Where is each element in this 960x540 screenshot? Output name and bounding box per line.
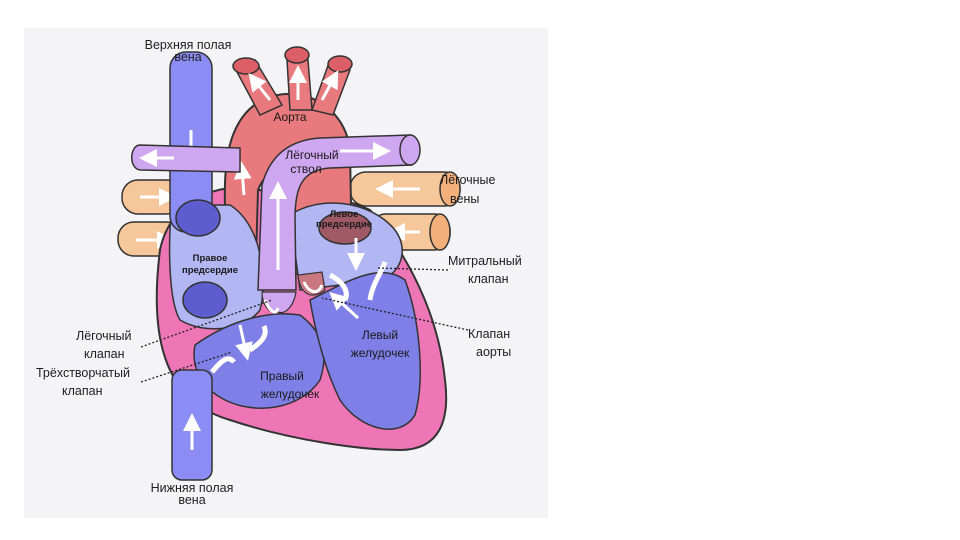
label-pulmonary-trunk-1: Лёгочный [285, 148, 338, 162]
label-left-atrium-1: Левое [330, 209, 359, 220]
inferior-vena-cava-opening [182, 281, 228, 319]
aorta-branch-1 [232, 57, 260, 75]
leader-lines [140, 267, 469, 383]
label-pulmonary-trunk-2: ствол [290, 162, 321, 176]
aortic-valve [297, 271, 326, 296]
aorta-branch-2 [284, 46, 310, 64]
label-superior-vena-cava-2: вена [174, 50, 201, 64]
label-pulmonary-valve-2: клапан [84, 347, 125, 361]
aorta-branch-3 [327, 55, 353, 73]
label-pulmonary-veins-1: Лёгочные [440, 173, 496, 187]
label-right-atrium-1: Правое [193, 253, 228, 264]
pulmonary-valve [261, 291, 297, 314]
label-tricuspid-valve-1: Трёхстворчатый [36, 366, 130, 380]
label-aortic-valve-1: Клапан [468, 327, 510, 341]
label-inferior-vena-cava-1: Нижняя полая [151, 481, 234, 495]
label-inferior-vena-cava-2: вена [178, 493, 205, 507]
label-mitral-valve-1: Митральный [448, 254, 522, 268]
label-left-ventricle-1: Левый [362, 328, 398, 342]
label-superior-vena-cava-1: Верхняя полая [145, 38, 232, 52]
superior-vena-cava-opening [175, 199, 221, 237]
pulmonary-vein-opening [318, 211, 372, 245]
label-aorta: Аорта [273, 110, 306, 124]
label-aortic-valve-2: аорты [476, 345, 511, 359]
label-pulmonary-valve-1: Лёгочный [76, 329, 132, 343]
label-left-atrium-2: предсердие [316, 219, 372, 230]
pulmonary-veins-left [349, 171, 461, 251]
label-pulmonary-veins-2: вены [450, 192, 479, 206]
label-mitral-valve-2: клапан [468, 272, 509, 286]
label-left-ventricle-2: желудочек [351, 346, 410, 360]
pulmonary-artery-right [131, 144, 241, 173]
label-tricuspid-valve-2: клапан [62, 384, 103, 398]
label-right-ventricle-2: желудочек [261, 387, 320, 401]
label-right-ventricle-1: Правый [260, 369, 304, 383]
label-right-atrium-2: предсердие [182, 265, 238, 276]
